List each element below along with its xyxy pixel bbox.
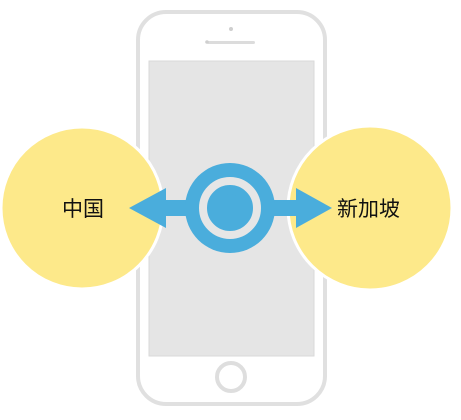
node-right-label: 新加坡 <box>337 197 400 221</box>
target-icon <box>185 163 275 253</box>
phone-home-button <box>215 361 247 393</box>
phone-camera <box>229 27 233 31</box>
node-left-label: 中国 <box>62 197 104 221</box>
phone-sensor <box>205 40 209 44</box>
phone-speaker <box>207 41 255 44</box>
